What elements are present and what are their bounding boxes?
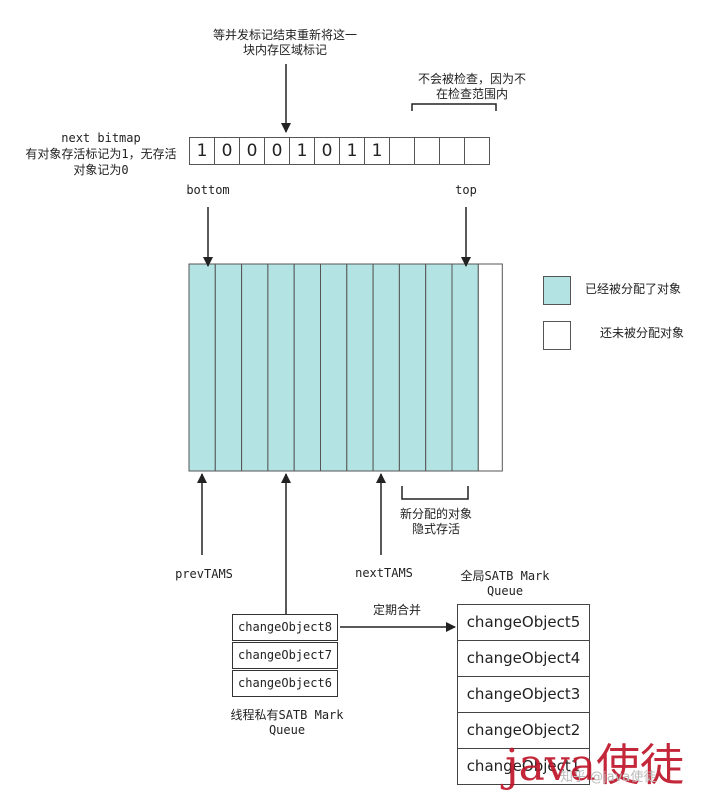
region-block-allocated (451, 263, 479, 472)
next-bitmap-label: next bitmap 有对象存活标记为1，无存活 对象记为0 (25, 131, 177, 177)
global-queue-item: changeObject5 (457, 604, 590, 641)
region-block-allocated (267, 263, 295, 472)
region-block-allocated (188, 263, 216, 472)
bitmap-cell: 0 (239, 137, 265, 165)
new-alloc-note: 新分配的对象 隐式存活 (399, 507, 472, 536)
next-tams-label: nextTAMS (355, 566, 413, 580)
legend-unallocated-swatch (543, 321, 571, 350)
new-alloc-bracket (401, 486, 469, 500)
bitmap-cell: 1 (364, 137, 390, 165)
region-block-allocated (346, 263, 374, 472)
top-label: top (455, 183, 477, 197)
legend-unallocated-label: 还未被分配对象 (600, 326, 685, 340)
concurrent-mark-note: 等并发标记结束重新将这一 块内存区域标记 (212, 28, 357, 57)
legend-allocated-label: 已经被分配了对象 (585, 282, 682, 296)
region-block-allocated (425, 263, 453, 472)
region-block-allocated (372, 263, 400, 472)
region-block-allocated (293, 263, 322, 472)
bitmap-cell (414, 137, 440, 165)
not-checked-bracket (411, 103, 497, 111)
thread-queue-item: changeObject6 (232, 670, 338, 697)
region-block-allocated (320, 263, 348, 472)
global-queue-item: changeObject2 (457, 712, 590, 749)
region-block-unallocated (477, 263, 503, 472)
region-block-allocated (214, 263, 243, 472)
not-checked-note: 不会被检查，因为不 在检查范围内 (417, 72, 526, 101)
watermark-big: java使徒 (505, 740, 684, 791)
bitmap-cell: 1 (339, 137, 365, 165)
thread-queue-item: changeObject7 (232, 642, 338, 669)
merge-label: 定期合并 (372, 603, 421, 617)
thread-queue-title: 线程私有SATB Mark Queue (230, 708, 344, 737)
bitmap-cell (464, 137, 490, 165)
global-queue-item: changeObject1 (457, 748, 590, 785)
bitmap-cell: 0 (264, 137, 290, 165)
prev-tams-label: prevTAMS (175, 567, 233, 581)
global-queue-title: 全局SATB Mark Queue (460, 569, 550, 598)
watermark-small: 知乎 @java使徒 (560, 770, 657, 785)
bottom-label: bottom (186, 183, 230, 197)
region-block-allocated (398, 263, 427, 472)
region-block-allocated (241, 263, 269, 472)
thread-queue-item: changeObject8 (232, 614, 338, 641)
global-queue-item: changeObject4 (457, 640, 590, 677)
legend-allocated-swatch (543, 276, 571, 305)
